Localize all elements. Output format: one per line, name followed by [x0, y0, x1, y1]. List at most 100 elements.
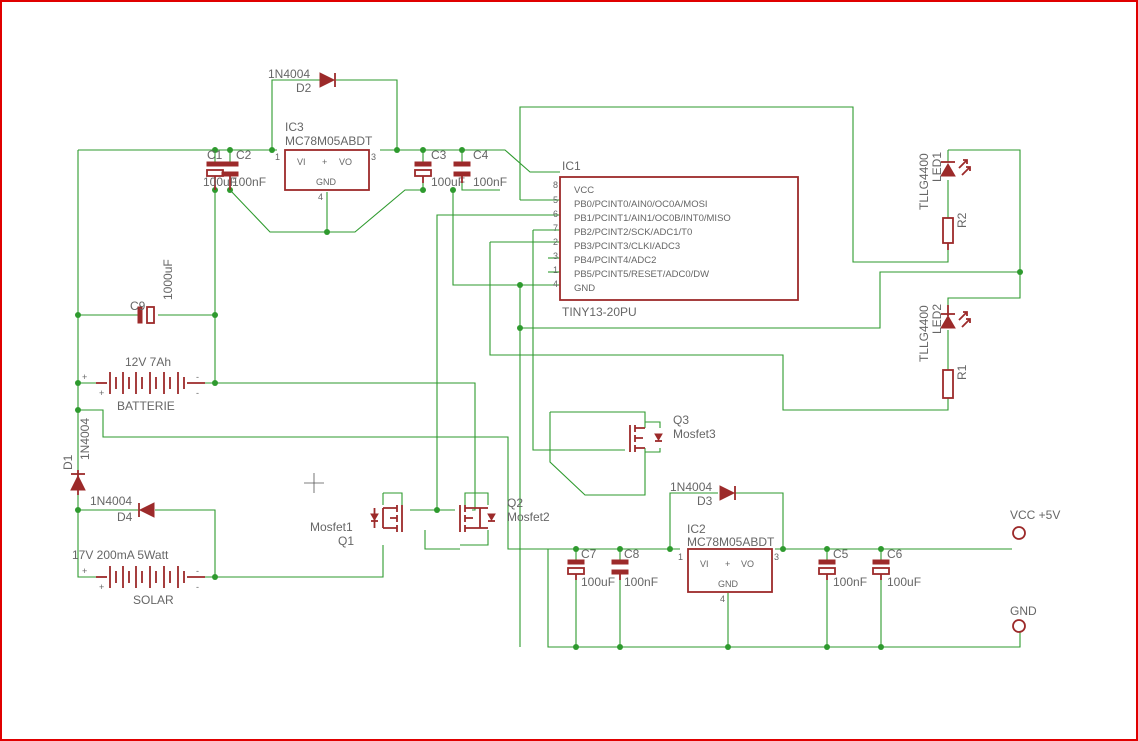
ic1: IC1 TINY13-20PU VCC PB0/PCINT0/AIN0/OC0A…	[553, 159, 799, 319]
svg-text:LED1: LED1	[930, 152, 944, 182]
svg-text:1000uF: 1000uF	[161, 259, 175, 300]
ic2-name: IC2	[687, 522, 706, 536]
svg-text:Q2: Q2	[507, 496, 523, 510]
svg-text:SOLAR: SOLAR	[133, 593, 174, 607]
ic3-vo-label: VO	[339, 157, 352, 167]
ic3-plus-sign: +	[322, 157, 327, 167]
ic1-pin-label: PB3/PCINT3/CLKI/ADC3	[574, 241, 680, 252]
mosfet-q3: Q3 Mosfet3	[629, 413, 716, 452]
led2: TLLG4400 LED2	[917, 304, 971, 362]
ic1-pin-number: 4	[553, 279, 558, 289]
svg-text:1N4004: 1N4004	[78, 418, 92, 460]
ic3-vi-label: VI	[297, 157, 306, 167]
ic1-pin-label: PB1/PCINT1/AIN1/OC0B/INT0/MISO	[574, 213, 731, 224]
ic2-regulator: IC2 MC78M05ABDT VI + VO GND 1 3 4	[678, 522, 779, 604]
ic3-regulator: IC3 MC78M05ABDT VI + VO GND 1 3 4	[275, 120, 376, 202]
svg-text:D3: D3	[697, 494, 713, 508]
diode-d4: 1N4004 D4	[90, 494, 155, 524]
svg-text:C1: C1	[207, 148, 223, 162]
diode-d1: D1 1N4004	[61, 418, 92, 495]
svg-text:1N4004: 1N4004	[268, 67, 310, 81]
svg-text:R2: R2	[955, 212, 969, 228]
svg-text:100uF: 100uF	[581, 575, 615, 589]
ic1-pin-label: PB4/PCINT4/ADC2	[574, 255, 656, 266]
capacitor-c8: C8 100nF	[611, 547, 658, 589]
ic1-pin-number: 8	[553, 180, 558, 190]
diode-d2: 1N4004 D2	[268, 67, 336, 95]
capacitor-c9: C9 1000uF	[130, 259, 175, 324]
svg-text:+: +	[82, 566, 87, 576]
svg-text:-: -	[196, 566, 199, 576]
ic2-value: MC78M05ABDT	[687, 535, 775, 549]
svg-text:1N4004: 1N4004	[670, 480, 712, 494]
svg-text:Mosfet2: Mosfet2	[507, 510, 550, 524]
svg-text:C4: C4	[473, 148, 489, 162]
ic3-pin-in: 1	[275, 152, 280, 162]
ic1-pin-number: 1	[553, 265, 558, 275]
ic1-pin-number: 7	[553, 223, 558, 233]
svg-text:GND: GND	[1010, 604, 1037, 618]
svg-text:Mosfet3: Mosfet3	[673, 427, 716, 441]
svg-text:-: -	[196, 582, 199, 592]
resistor-r1: R1	[942, 364, 969, 399]
ic2-pin-out: 3	[774, 552, 779, 562]
svg-text:100nF: 100nF	[833, 575, 867, 589]
svg-text:VCC +5V: VCC +5V	[1010, 508, 1060, 522]
svg-text:100uF: 100uF	[887, 575, 921, 589]
capacitor-c6: C6 100uF	[872, 547, 921, 589]
ic1-pin-label: VCC	[574, 185, 594, 196]
svg-text:100nF: 100nF	[232, 175, 266, 189]
ic2-vo-label: VO	[741, 559, 754, 569]
svg-text:12V 7Ah: 12V 7Ah	[125, 355, 171, 369]
capacitor-c3: C3 100uF	[414, 148, 465, 189]
svg-text:100nF: 100nF	[473, 175, 507, 189]
svg-text:TLLG4400: TLLG4400	[917, 153, 931, 210]
svg-text:C6: C6	[887, 547, 903, 561]
svg-text:100nF: 100nF	[624, 575, 658, 589]
vcc-terminal: VCC +5V	[1010, 508, 1060, 540]
svg-text:17V 200mA 5Watt: 17V 200mA 5Watt	[72, 548, 169, 562]
mosfet-q2: Q2 Mosfet2	[459, 496, 550, 532]
ic2-pin-in: 1	[678, 552, 683, 562]
capacitor-c5: C5 100nF	[818, 547, 867, 589]
capacitor-c2: C2 100nF	[221, 148, 266, 190]
ic1-value: TINY13-20PU	[562, 305, 637, 319]
ic3-pin-out: 3	[371, 152, 376, 162]
svg-text:LED2: LED2	[930, 304, 944, 334]
diode-d3: 1N4004 D3	[670, 480, 736, 508]
svg-text:D2: D2	[296, 81, 312, 95]
ic3-body	[284, 149, 370, 191]
ic3-name: IC3	[285, 120, 304, 134]
svg-text:C9: C9	[130, 299, 146, 313]
svg-text:BATTERIE: BATTERIE	[117, 399, 175, 413]
ic1-pin-number: 3	[553, 251, 558, 261]
svg-text:Q1: Q1	[338, 534, 354, 548]
svg-text:-: -	[196, 388, 199, 398]
svg-text:100uF: 100uF	[431, 175, 465, 189]
ic1-body	[559, 176, 799, 301]
ic1-pin-number: 5	[553, 195, 558, 205]
svg-text:TLLG4400: TLLG4400	[917, 305, 931, 362]
svg-text:C5: C5	[833, 547, 849, 561]
svg-text:R1: R1	[955, 364, 969, 380]
ic1-pin-number: 2	[553, 237, 558, 247]
svg-text:+: +	[99, 388, 104, 398]
capacitor-c1: C1 100uF	[203, 148, 237, 190]
svg-text:D4: D4	[117, 510, 133, 524]
svg-text:C3: C3	[431, 148, 447, 162]
ic2-gnd-label: GND	[718, 579, 739, 589]
ic2-pin-gnd: 4	[720, 594, 725, 604]
solar-panel: 17V 200mA 5Watt SOLAR + + - -	[72, 548, 205, 607]
ic1-pin-label: PB2/PCINT2/SCK/ADC1/T0	[574, 227, 692, 238]
led1: TLLG4400 LED1	[917, 152, 971, 210]
ic3-gnd-label: GND	[316, 177, 337, 187]
mosfet-q1: Mosfet1 Q1	[310, 505, 403, 548]
svg-text:Mosfet1: Mosfet1	[310, 520, 353, 534]
ic3-pin-gnd: 4	[318, 192, 323, 202]
ic1-pin-label: PB5/PCINT5/RESET/ADC0/DW	[574, 269, 709, 280]
ic1-name: IC1	[562, 159, 581, 173]
capacitor-c7: C7 100uF	[567, 547, 615, 589]
svg-text:D1: D1	[61, 454, 75, 470]
svg-text:-: -	[196, 372, 199, 382]
